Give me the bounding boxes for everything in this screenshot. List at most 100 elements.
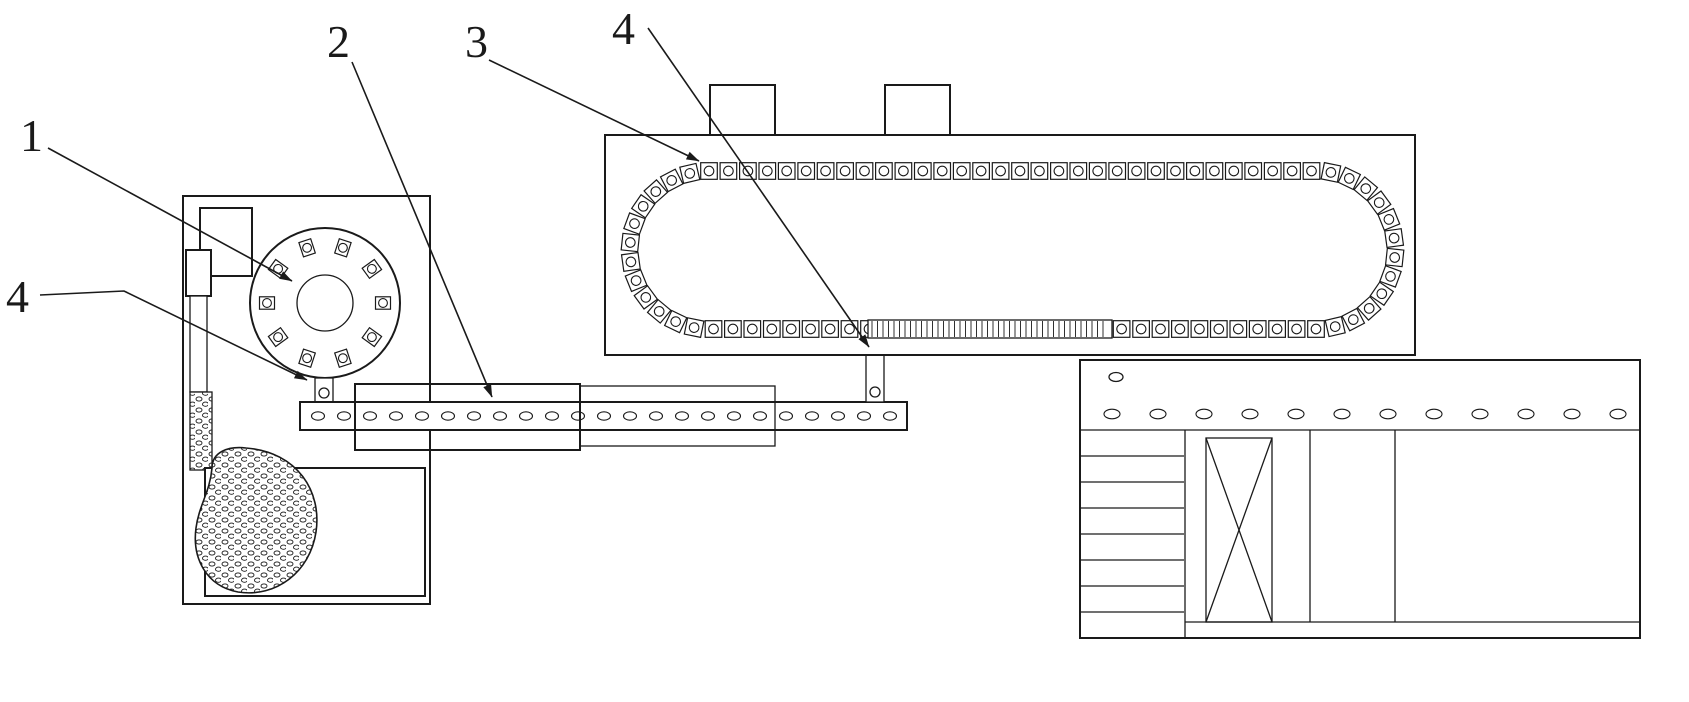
chain-link — [1268, 320, 1286, 338]
leader-line-4-left — [39, 290, 308, 381]
chain-link — [1171, 320, 1189, 338]
chain-link — [624, 269, 648, 293]
chain-link — [758, 162, 777, 180]
chain-link — [1263, 162, 1282, 180]
leader-line-1 — [47, 147, 293, 282]
conveyor-hole — [856, 411, 872, 421]
chain-link — [875, 162, 893, 180]
leader-line-2 — [351, 61, 493, 398]
chain-link — [620, 251, 641, 272]
conveyor-hole — [726, 411, 742, 421]
chain-link — [1011, 162, 1029, 180]
chain-link — [1112, 320, 1131, 338]
chain-link — [1229, 320, 1248, 338]
chain-link — [700, 162, 718, 180]
chain-link — [801, 320, 820, 338]
conveyor-hole — [752, 411, 768, 421]
dial-clamp — [267, 326, 289, 348]
chain-link — [659, 168, 684, 193]
chain-link — [1341, 307, 1366, 332]
chain-link — [663, 309, 688, 334]
chain-link — [643, 179, 669, 205]
cross-brace-diagonal-2 — [1205, 437, 1273, 623]
chain-link — [683, 317, 705, 339]
chain-link — [855, 162, 874, 180]
linear-conveyor — [299, 354, 908, 451]
chain-link — [1356, 295, 1382, 321]
chain-link — [840, 320, 859, 338]
output-hole — [1425, 408, 1443, 420]
conveyor-hole — [362, 411, 378, 421]
leader-line-3 — [488, 59, 700, 162]
chain-link — [743, 320, 762, 338]
label-2: 2 — [327, 16, 350, 67]
chain-link — [1302, 162, 1321, 180]
chain-link — [913, 162, 932, 180]
chain-link — [777, 162, 796, 180]
chain-link — [1151, 320, 1170, 338]
output-hole — [1103, 408, 1121, 420]
conveyor-hole — [570, 411, 586, 421]
output-hole — [1517, 408, 1535, 420]
conveyor-hole — [440, 411, 456, 421]
chain-link — [1369, 281, 1395, 307]
chain-link — [836, 162, 854, 180]
feed-channel — [189, 295, 208, 393]
chain-link — [1287, 320, 1306, 338]
feed-channel-texture — [189, 391, 213, 471]
chain-link — [1050, 162, 1068, 180]
vibratory-bowl — [194, 446, 318, 594]
output-housing — [1079, 359, 1641, 639]
chain-link — [797, 162, 816, 180]
conveyor-hole — [544, 411, 560, 421]
dial-clamp — [333, 348, 352, 369]
chain-link — [1353, 176, 1379, 202]
mount-block-2 — [884, 84, 951, 136]
output-hole — [1195, 408, 1213, 420]
leader-line-4-top — [647, 27, 870, 348]
chain-link — [991, 162, 1010, 180]
conveyor-hole — [336, 411, 352, 421]
chain-link — [1132, 320, 1150, 338]
label-4-left: 4 — [6, 271, 29, 322]
chain-link — [646, 298, 672, 324]
chain-link — [1384, 247, 1405, 268]
dial-clamp — [361, 258, 383, 280]
label-3: 3 — [465, 16, 488, 67]
dial-clamp — [298, 348, 317, 369]
conveyor-hole — [700, 411, 716, 421]
chain-link — [1108, 162, 1127, 180]
output-hole — [1471, 408, 1489, 420]
chain-link — [1307, 320, 1325, 338]
chain-link — [1244, 162, 1263, 180]
chain-link — [894, 162, 913, 180]
dial-clamp — [258, 296, 276, 310]
feeder-side-box — [185, 249, 212, 297]
chain-link — [1337, 166, 1362, 191]
output-hole — [1287, 408, 1305, 420]
chain-link — [1088, 162, 1107, 180]
chain-link — [1166, 162, 1185, 180]
chain-link — [623, 212, 646, 236]
conveyor-hole — [830, 411, 846, 421]
conveyor-block-right — [579, 385, 776, 447]
dial-clamps — [258, 237, 392, 369]
chain-link — [1248, 320, 1267, 338]
output-station — [1079, 359, 1641, 639]
chain-link — [1069, 162, 1088, 180]
chain-link — [952, 162, 971, 180]
conveyor-hole — [310, 411, 326, 421]
conveyor-hole — [466, 411, 482, 421]
chain-link — [933, 162, 952, 180]
output-slat-stack — [1081, 455, 1184, 613]
rotary-dial — [249, 227, 401, 379]
chain-link — [1384, 228, 1405, 249]
output-hole — [1609, 408, 1627, 420]
chain-link — [724, 320, 742, 338]
chain-link — [821, 320, 839, 338]
chain-link — [630, 193, 656, 219]
conveyor-bar — [299, 401, 908, 431]
conveyor-hole — [882, 411, 898, 421]
chain-link — [679, 162, 701, 185]
